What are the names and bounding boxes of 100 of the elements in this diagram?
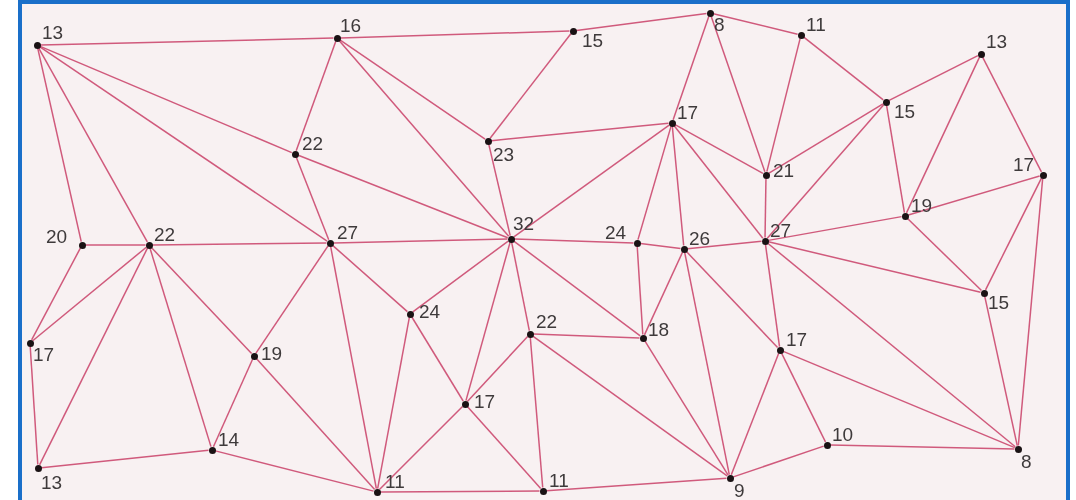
spot-height-point [680,245,688,253]
elevation-value: 17 [1013,155,1035,174]
triangle-edge [412,240,509,313]
triangle-edge [339,39,486,140]
triangle-edge [683,251,731,476]
triangle-edge [686,240,763,250]
triangle-edge [907,175,1041,216]
elevation-value: 22 [154,225,176,244]
triangle-edge [643,251,684,336]
triangle-edge [376,316,411,490]
triangle-edge [149,247,212,448]
triangle-edge [513,238,635,244]
triangle-edge [37,47,82,243]
elevation-value: 13 [42,23,64,42]
triangle-edge [150,246,253,355]
spot-height-point [901,212,909,220]
spot-height-point [208,446,216,454]
elevation-value: 32 [513,214,535,233]
elevation-value: 20 [46,227,68,246]
spot-height-point [882,98,890,106]
spot-height-point [726,474,734,482]
elevation-value: 26 [689,229,711,248]
spot-height-point [762,171,770,179]
triangle-edge [767,241,982,293]
triangle-edge [829,444,1016,450]
spot-height-point [633,239,641,247]
elevation-value: 11 [385,472,405,491]
triangle-edge [490,122,670,142]
triangle-edge [636,245,644,336]
triangle-edge [151,242,328,246]
spot-height-point [776,346,784,354]
triangle-edge [888,54,979,102]
triangle-edge [84,244,147,246]
spot-height-point [484,137,492,145]
triangle-edge [1017,177,1044,447]
triangle-edge [331,244,409,313]
triangle-edge [255,357,376,491]
triangle-edge [782,350,1016,449]
triangle-edge [488,143,511,237]
triangle-edge [780,352,827,443]
triangle-edge [532,333,641,339]
spot-height-point [1039,171,1047,179]
elevation-value: 17 [474,392,496,411]
elevation-value: 15 [894,102,916,121]
triangle-edge [984,295,1018,447]
triangle-edge [732,445,825,478]
triangle-edge [39,37,335,46]
elevation-value: 15 [582,31,604,50]
spot-height-point [761,237,769,245]
elevation-value: 18 [648,320,670,339]
elevation-value: 11 [549,471,569,490]
triangle-edge [906,217,983,292]
elevation-value: 24 [419,302,441,321]
triangle-edge [764,243,781,348]
triangle-edge [710,15,766,173]
elevation-value: 16 [340,16,362,35]
triangle-edge [214,450,375,492]
triangle-edge [295,156,330,241]
elevation-value: 24 [605,223,627,242]
triangle-edge [465,241,511,402]
elevation-value: 21 [773,161,795,180]
triangle-edge [329,245,378,490]
spot-height-point [145,241,153,249]
elevation-value: 17 [33,345,55,364]
triangle-edge [379,490,541,493]
triangle-edge [339,30,571,39]
triangle-edge [984,177,1043,291]
triangle-edge [764,177,767,239]
triangle-edge [644,340,729,476]
triangle-edge [575,12,708,32]
triangle-edge [466,405,542,490]
triangle-edge [803,36,884,101]
triangle-edge [981,56,1043,173]
triangle-edge [673,125,764,239]
spot-height-point [34,464,42,472]
elevation-value: 11 [806,15,826,34]
elevation-value: 22 [302,134,324,153]
triangle-edge [768,103,884,174]
spot-height-point [569,27,577,35]
triangle-edge [637,125,672,241]
spot-height-point [668,119,676,127]
triangle-edge [38,247,149,466]
triangle-edge [30,247,82,341]
spot-height-point [797,31,805,39]
elevation-value: 23 [493,145,515,164]
spot-height-point [526,330,534,338]
spot-height-point [1014,445,1022,453]
triangle-edge [466,335,529,403]
elevation-value: 9 [734,481,745,500]
elevation-value: 8 [714,15,725,34]
triangle-edge [885,104,906,214]
triangle-edge [489,33,572,139]
triangle-edge [513,124,670,238]
elevation-value: 22 [536,312,558,331]
spot-height-point [706,9,714,17]
triangle-edge [338,39,510,238]
elevation-value: 15 [988,293,1010,312]
triangle-edge [297,154,509,239]
elevation-value: 27 [337,223,359,242]
elevation-value: 27 [770,221,792,240]
